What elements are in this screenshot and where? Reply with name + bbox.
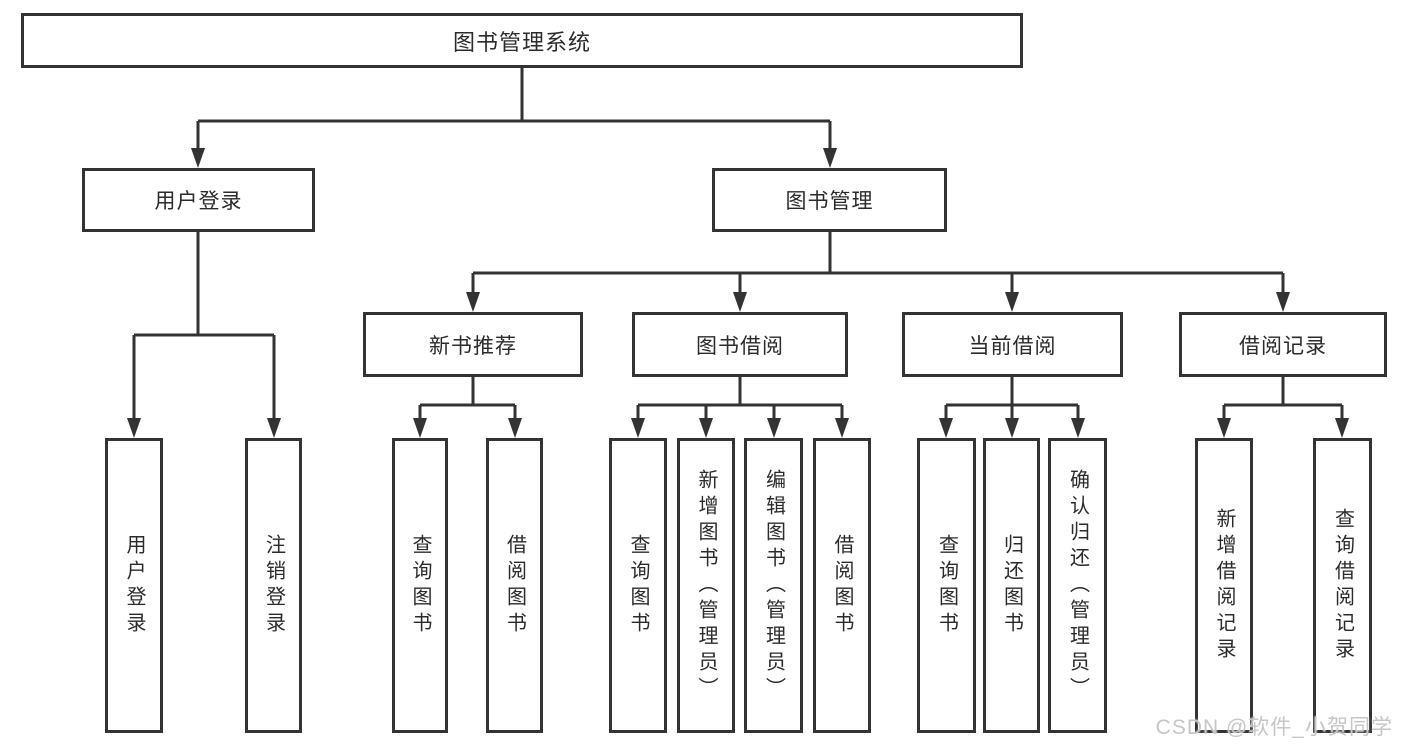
- leaf-query-borrow-record: 查询借阅记录: [1313, 438, 1372, 733]
- node-label: 图书管理系统: [452, 29, 591, 55]
- leaf-borrow-books: 借阅图书: [813, 438, 871, 733]
- node-label: 查询图书: [409, 533, 431, 638]
- node-label: 新增借阅记录: [1213, 507, 1235, 664]
- node-label: 用户登录: [123, 533, 145, 638]
- node-label: 注销登录: [262, 533, 285, 638]
- node-label: 查询借阅记录: [1331, 507, 1354, 664]
- node-label: 图书管理: [785, 190, 874, 213]
- leaf-add-books-admin: 新增图书（管理员）: [677, 438, 735, 733]
- node-label: 编辑图书（管理员）: [762, 468, 785, 703]
- node-label: 借阅记录: [1239, 334, 1327, 358]
- leaf-query-books-current: 查询图书: [917, 438, 976, 733]
- node-label: 图书借阅: [696, 334, 784, 358]
- node-new-book-recommend: 新书推荐: [363, 312, 583, 377]
- leaf-logout: 注销登录: [245, 438, 302, 733]
- node-label: 确认归还（管理员）: [1066, 468, 1089, 703]
- node-label: 新增图书（管理员）: [695, 468, 717, 703]
- leaf-return-books: 归还图书: [983, 438, 1040, 733]
- leaf-add-borrow-record: 新增借阅记录: [1195, 438, 1253, 733]
- node-label: 查询图书: [935, 533, 958, 638]
- node-label: 借阅图书: [503, 533, 526, 638]
- node-label: 新书推荐: [429, 334, 517, 358]
- node-label: 归还图书: [1000, 533, 1023, 638]
- node-label: 用户登录: [154, 190, 243, 213]
- node-book-management: 图书管理: [712, 168, 947, 232]
- node-borrow-record: 借阅记录: [1179, 312, 1387, 377]
- node-label: 查询图书: [627, 533, 649, 638]
- leaf-borrow-books-recommend: 借阅图书: [486, 438, 543, 733]
- leaf-query-books-borrow: 查询图书: [609, 438, 667, 733]
- node-label: 借阅图书: [831, 533, 853, 638]
- node-label: 当前借阅: [968, 334, 1057, 358]
- node-user-login: 用户登录: [82, 168, 315, 232]
- leaf-query-books-recommend: 查询图书: [392, 438, 448, 733]
- node-current-borrow: 当前借阅: [902, 312, 1123, 377]
- leaf-edit-books-admin: 编辑图书（管理员）: [744, 438, 803, 733]
- node-book-borrow: 图书借阅: [632, 312, 848, 377]
- node-library-management-system: 图书管理系统: [21, 13, 1023, 68]
- leaf-confirm-return-admin: 确认归还（管理员）: [1048, 438, 1107, 733]
- watermark: CSDN @软件_小贺同学: [1155, 716, 1393, 739]
- leaf-user-login: 用户登录: [105, 438, 163, 733]
